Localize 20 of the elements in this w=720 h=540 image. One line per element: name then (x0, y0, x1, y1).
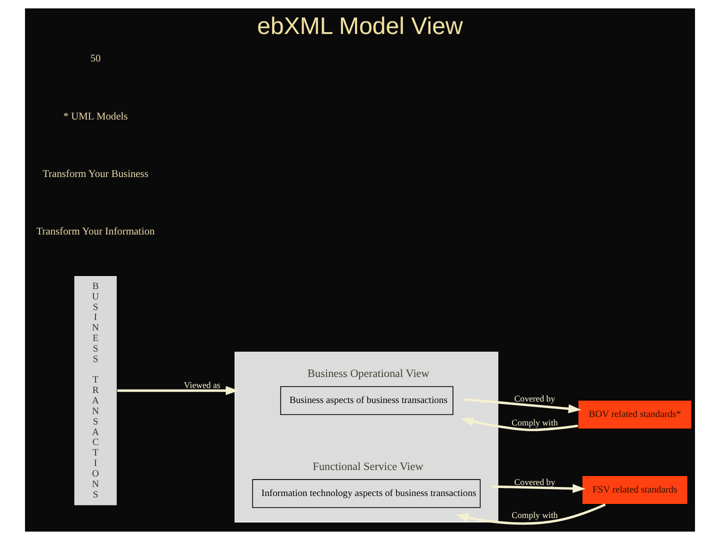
node-label: Business Operational View (308, 368, 430, 380)
arrow (456, 503, 606, 525)
diagram-title: ebXML Model View (257, 12, 463, 40)
node-box: BUSINESS TRANSACTIONS (74, 275, 118, 506)
node-box: BOV related standards* (578, 400, 692, 430)
arrow (460, 417, 578, 432)
edge-label: Covered by (514, 477, 556, 488)
edge-label: Viewed as (184, 380, 220, 390)
label: Transform Your Information (36, 226, 155, 238)
edge-label: Comply with (512, 510, 558, 520)
node-box: FSV related standards (582, 475, 688, 505)
label: * UML Models (63, 111, 128, 122)
arrow (464, 398, 582, 414)
node-label: Functional Service View (312, 461, 424, 474)
label: Transform Your Business (42, 168, 148, 180)
edge-label: Comply with (512, 418, 558, 428)
edge-label: Covered by (514, 394, 556, 404)
label: 50 (90, 54, 101, 65)
arrow (492, 484, 586, 494)
arrow (117, 386, 239, 396)
